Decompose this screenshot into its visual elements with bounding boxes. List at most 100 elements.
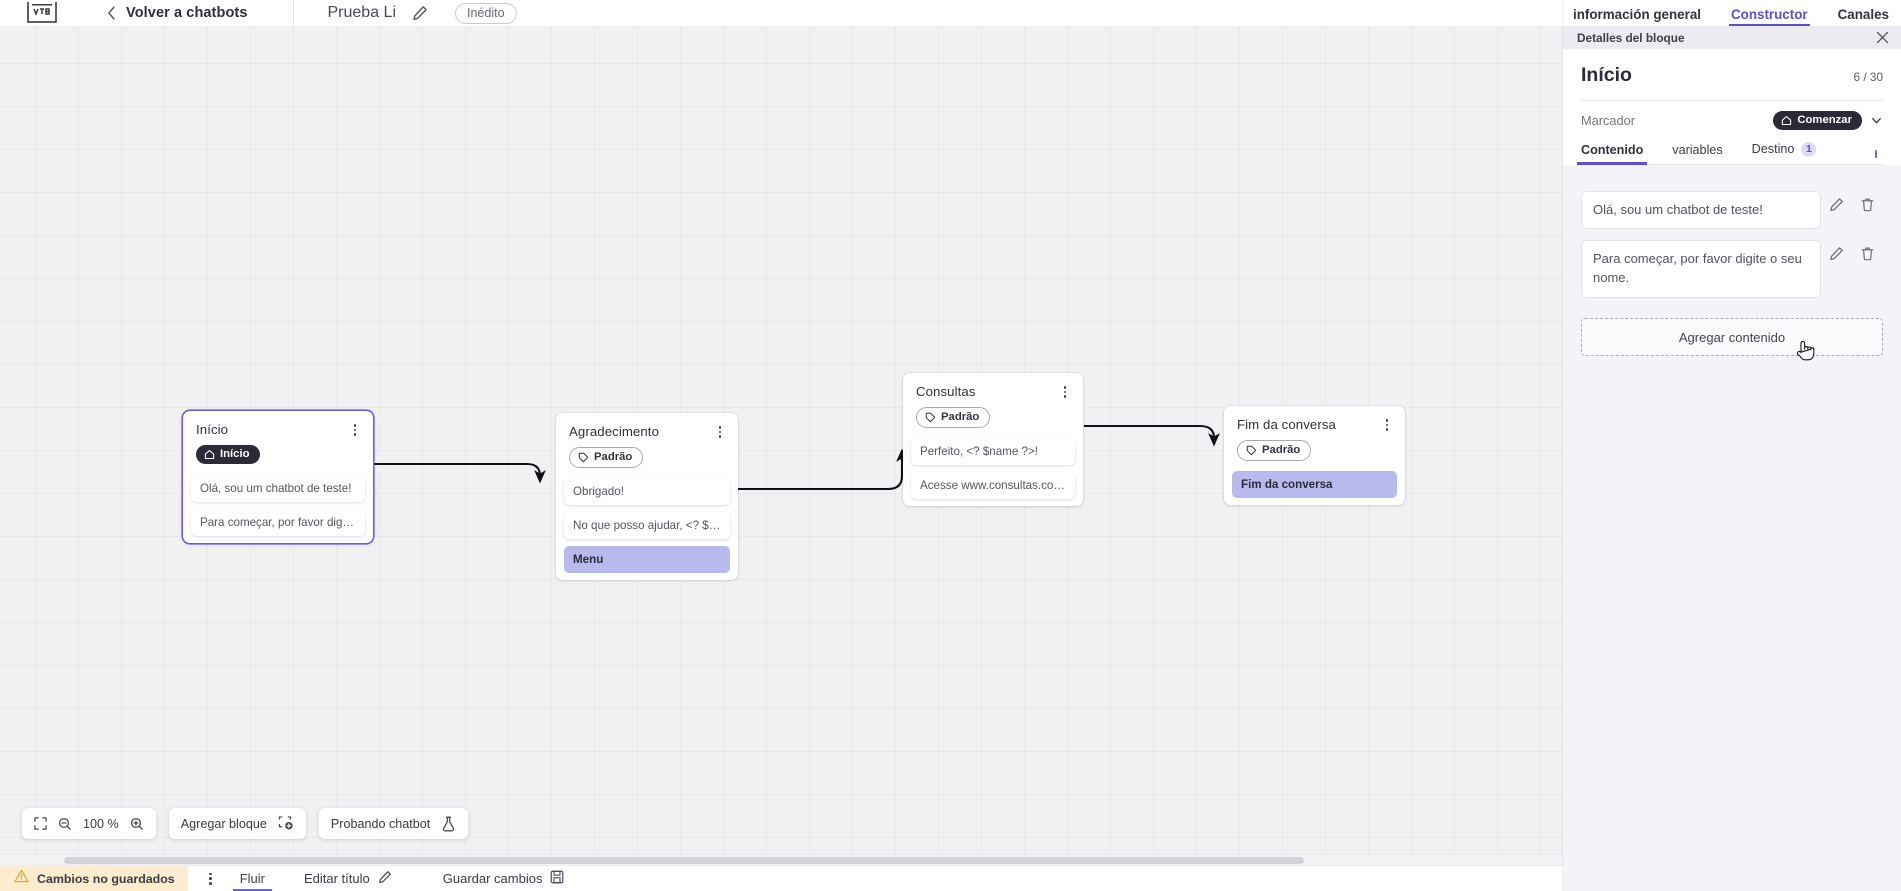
flask-icon [441, 816, 456, 832]
content-item-text[interactable]: Para começar, por favor digite o seu nom… [1581, 240, 1821, 299]
panel-subheader: Detalles del bloque [1563, 26, 1901, 49]
canvas-toolbar: 100 % Agregar bloque Probando chatbot [22, 808, 469, 839]
panel-subheader-title: Detalles del bloque [1577, 30, 1685, 45]
top-header: Volver a chatbots Prueba Li Inédito [0, 0, 1563, 26]
flow-canvas[interactable]: Início Início Olá, sou um chatbot de tes… [0, 26, 1563, 865]
node-kebab-menu[interactable] [713, 424, 727, 440]
panel-top-tabs: información general Constructor Canales [1563, 0, 1901, 26]
document-title: Prueba Li [327, 4, 397, 21]
block-title: Início [1581, 64, 1632, 86]
tag-icon [1246, 445, 1257, 455]
floppy-disk-icon [550, 870, 564, 887]
node-kebab-menu[interactable] [1380, 417, 1394, 433]
home-icon [204, 449, 215, 459]
node-kebab-menu[interactable] [348, 422, 362, 438]
chevron-left-icon[interactable] [104, 3, 118, 23]
zoom-out-icon[interactable] [58, 817, 72, 831]
node-badge-label: Padrão [594, 451, 633, 463]
add-block-icon [278, 816, 294, 831]
tab-informacion-general[interactable]: información general [1573, 7, 1701, 22]
save-changes-button[interactable]: Guardar cambios [443, 866, 565, 891]
tab-destino-label: Destino [1751, 142, 1795, 156]
tag-icon [925, 412, 936, 422]
tab-destino[interactable]: Destino 1 [1751, 141, 1817, 164]
trash-icon[interactable] [1852, 191, 1883, 212]
node-badge-label: Início [220, 448, 250, 460]
block-count: 6 / 30 [1853, 70, 1883, 84]
zoom-level-label: 100 % [83, 816, 119, 831]
node-message[interactable]: Acesse www.consultas.com par... [911, 471, 1075, 499]
tab-canales[interactable]: Canales [1837, 7, 1889, 22]
scrollbar-thumb[interactable] [64, 857, 1304, 864]
tab-constructor[interactable]: Constructor [1728, 7, 1810, 26]
unsaved-changes-indicator: Cambios no guardados [0, 865, 188, 891]
panel-divider [1581, 100, 1883, 101]
pencil-icon[interactable] [1821, 240, 1852, 261]
node-badge-inicio: Início [196, 445, 260, 464]
vta-logo-icon[interactable] [25, 0, 59, 26]
marker-badge[interactable]: Comenzar [1773, 111, 1862, 130]
panel-inner-kebab-menu[interactable] [1869, 148, 1883, 164]
test-chatbot-button[interactable]: Probando chatbot [318, 808, 469, 839]
content-item-text[interactable]: Olá, sou um chatbot de teste! [1581, 190, 1821, 230]
pencil-icon [378, 870, 392, 887]
flow-node-agradecimento[interactable]: Agradecimento Padrão Obrigado! No que po… [556, 413, 738, 580]
zoom-controls[interactable]: 100 % [22, 808, 156, 839]
tab-contenido[interactable]: Contenido [1576, 143, 1648, 165]
pencil-icon[interactable] [1821, 191, 1852, 212]
unsaved-changes-label: Cambios no guardados [37, 871, 175, 886]
warning-triangle-icon [14, 869, 29, 888]
block-details-panel: información general Constructor Canales … [1563, 0, 1901, 891]
tab-variables-label: variables [1672, 142, 1723, 157]
canvas-horizontal-scrollbar[interactable] [0, 854, 1563, 865]
node-badge-row: Padrão [1224, 433, 1405, 461]
tab-fluir[interactable]: Fluir [232, 866, 273, 891]
marker-value-group: Comenzar [1773, 111, 1883, 130]
flow-node-consultas[interactable]: Consultas Padrão Perfeito, <? $name ?>! … [903, 373, 1083, 506]
tab-variables[interactable]: variables [1672, 143, 1722, 164]
tab-fluir-label: Fluir [239, 871, 265, 886]
node-message[interactable]: Perfeito, <? $name ?>! [911, 437, 1075, 465]
pencil-icon[interactable] [412, 5, 428, 21]
home-icon [1782, 115, 1792, 125]
node-title: Consultas [916, 384, 976, 399]
node-badge-label: Padrão [941, 411, 980, 423]
node-header: Fim da conversa [1224, 406, 1405, 433]
marker-row: Marcador Comenzar [1581, 101, 1883, 142]
flow-node-fim-da-conversa[interactable]: Fim da conversa Padrão Fim da conversa [1224, 406, 1405, 505]
edit-title-button[interactable]: Editar título [304, 866, 392, 891]
flow-node-inicio[interactable]: Início Início Olá, sou um chatbot de tes… [183, 411, 373, 543]
add-content-button[interactable]: Agregar contenido [1581, 318, 1883, 357]
node-header: Agradecimento [556, 413, 738, 440]
node-title: Agradecimento [569, 424, 659, 439]
panel-body: Início 6 / 30 Marcador Comenzar Contenid… [1563, 49, 1901, 165]
close-icon[interactable] [1876, 31, 1889, 44]
test-chatbot-label: Probando chatbot [330, 816, 431, 831]
node-badge-row: Início [183, 438, 373, 465]
node-badge-row: Padrão [556, 440, 738, 468]
trash-icon[interactable] [1852, 240, 1883, 261]
bottom-status-bar: Cambios no guardados Fluir Editar título… [0, 865, 1563, 891]
node-message[interactable]: Menu [564, 545, 730, 573]
zoom-in-icon[interactable] [130, 817, 144, 831]
panel-inner-tabs: Contenido variables Destino 1 [1576, 141, 1883, 165]
node-header: Consultas [903, 373, 1083, 400]
node-message[interactable]: Para começar, por favor digite o ... [191, 508, 365, 536]
node-message[interactable]: Obrigado! [564, 477, 730, 505]
chevron-down-icon[interactable] [1870, 114, 1883, 127]
node-badge-row: Padrão [903, 400, 1083, 428]
back-to-chatbots-link[interactable]: Volver a chatbots [126, 5, 248, 21]
add-block-label: Agregar bloque [180, 816, 267, 831]
node-badge-padrao: Padrão [916, 407, 991, 428]
content-item-row: Para começar, por favor digite o seu nom… [1581, 240, 1883, 299]
bottombar-kebab-menu[interactable] [204, 871, 218, 887]
fit-screen-icon[interactable] [34, 817, 47, 830]
node-message[interactable]: Fim da conversa [1232, 470, 1397, 498]
node-kebab-menu[interactable] [1058, 384, 1072, 400]
node-messages: Olá, sou um chatbot de teste! Para começ… [183, 465, 373, 536]
node-message[interactable]: No que posso ajudar, <? $name ... [564, 511, 730, 539]
node-message[interactable]: Olá, sou um chatbot de teste! [191, 474, 365, 502]
add-block-button[interactable]: Agregar bloque [168, 808, 306, 839]
content-item-row: Olá, sou um chatbot de teste! [1581, 190, 1883, 230]
flow-connectors [373, 424, 1220, 491]
